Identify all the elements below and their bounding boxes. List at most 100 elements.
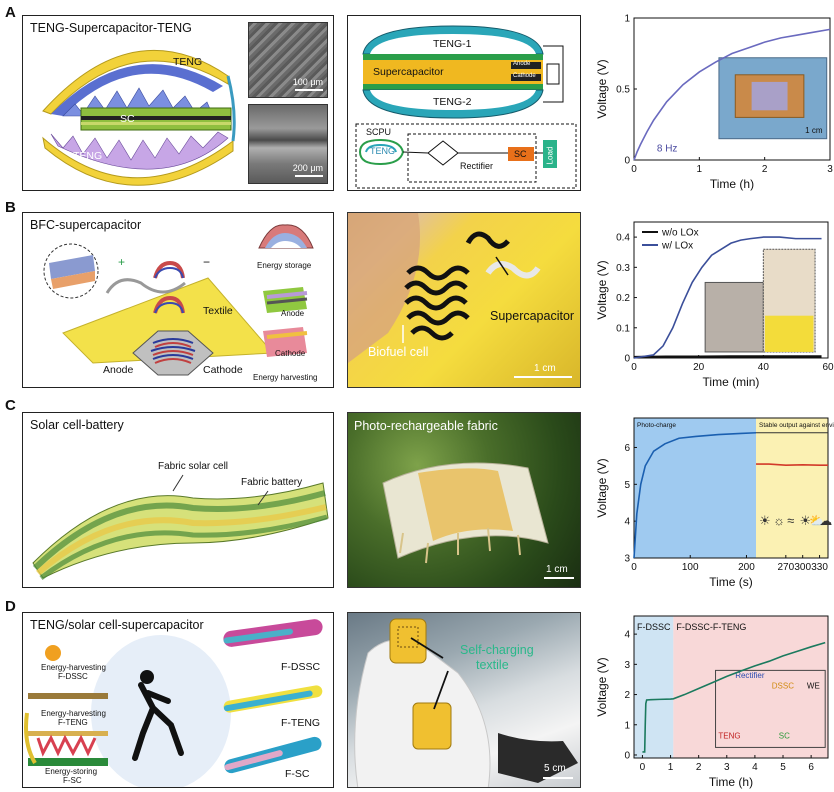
panel-title: BFC-supercapacitor: [30, 218, 142, 232]
weather-icon-0: ☀: [759, 513, 771, 528]
region-label-1: Stable output against environmental dist…: [759, 422, 834, 429]
y-tick-label: 0.5: [616, 85, 630, 96]
x-tick-label: 330: [811, 562, 828, 573]
inset-scale-label: 1 cm: [805, 126, 823, 135]
y-axis-label: Voltage (V): [595, 458, 609, 517]
inset-device-center: [751, 81, 788, 111]
scale-bar-label: 200 μm: [292, 163, 323, 173]
legend-label: w/ LOx: [661, 241, 693, 252]
x-tick-label: 6: [808, 762, 814, 773]
scale-bar-label: 100 μm: [292, 77, 323, 87]
sem-image-top: 100 μm: [248, 22, 328, 98]
weather-icon-3: ☀: [800, 513, 812, 528]
series-line-1: [633, 236, 822, 359]
y-tick-label: 0: [624, 750, 630, 761]
cathode-label: Cathode: [203, 364, 243, 376]
panel-title: TENG-Supercapacitor-TENG: [30, 21, 192, 35]
teng-sc-teng-diagram: [42, 49, 236, 186]
biofuel-cell-label: Biofuel cell: [368, 345, 429, 359]
y-tick-label: 1: [624, 720, 630, 731]
y-tick-label: 3: [624, 554, 630, 565]
plot-frame: [633, 221, 829, 359]
y-axis-label: Voltage (V): [595, 59, 609, 118]
chart-region-1: [673, 616, 828, 758]
rectifier-label: Rectifier: [460, 161, 494, 171]
anode-label: Anode: [513, 61, 531, 67]
x-tick-label: 2: [696, 762, 702, 773]
panel-c-schematic: Solar cell-battery Fabric solar cell Fab…: [22, 412, 334, 588]
x-tick-label: 20: [693, 362, 705, 373]
x-tick-label: 3: [827, 164, 833, 175]
energy-storing-line1: Energy-storing: [45, 767, 98, 776]
inset-teng-label: TENG: [718, 731, 740, 740]
y-tick-label: 0.4: [616, 233, 630, 244]
inset-dssc-label: DSSC: [772, 682, 794, 691]
self-charging-label-line1: Self-charging: [460, 643, 534, 657]
photo-b-biofuel-cell: Supercapacitor Biofuel cell 1 cm: [347, 212, 581, 388]
series-line-0: [633, 28, 831, 161]
f-dssc-label: F-DSSC: [281, 661, 321, 673]
y-axis-label: Voltage (V): [595, 260, 609, 319]
series-line-0: [633, 431, 757, 559]
scale-bar: [295, 175, 323, 177]
inset-photo-bike: [704, 281, 764, 353]
panel-a-schematic: TENG-Supercapacitor-TENG TENG SC TENG 10…: [22, 15, 334, 191]
cathode-label: Cathode: [513, 73, 536, 79]
legend-label: w/o LOx: [661, 228, 699, 239]
energy-storing-line2: F-SC: [63, 776, 82, 785]
scale-bar-label: 5 cm: [544, 763, 566, 774]
teng-solar-supercapacitor-diagram: [24, 619, 323, 787]
photo-c-fabric: Photo-rechargeable fabric 1 cm: [347, 412, 581, 588]
supercapacitor-label: Supercapacitor: [490, 309, 575, 323]
inset-rectifier-label: Rectifier: [735, 671, 765, 680]
photo-d-self-charging-textile: Self-charging textile 5 cm: [347, 612, 581, 788]
wavy-electrode-pattern: [348, 213, 572, 378]
x-axis-label: Time (h): [709, 775, 753, 789]
panel-a-circuit: TENG-1 Supercapacitor Anode Cathode TENG…: [347, 15, 581, 191]
circuit-diagram: [355, 25, 577, 189]
x-axis-label: Time (s): [709, 575, 753, 589]
person-photo-detail: [354, 618, 578, 787]
weather-icon-4: ⛅: [809, 513, 825, 528]
solar-cell-battery-fabric: [32, 474, 329, 580]
energy-harvesting-dssc-line2: F-DSSC: [58, 672, 88, 681]
energy-storage-label: Energy storage: [257, 261, 312, 270]
x-axis-label: Time (h): [710, 177, 754, 191]
circuit-teng-label: TENG: [370, 146, 396, 156]
x-tick-label: 1: [697, 164, 703, 175]
x-tick-label: 270: [777, 562, 794, 573]
y-tick-label: 6: [624, 443, 630, 454]
weather-icon-2: ≈: [787, 513, 794, 528]
row-letter-c: C: [5, 397, 16, 414]
teng-2-label: TENG-2: [433, 96, 472, 108]
x-axis-label: Time (min): [703, 375, 760, 389]
teng-bottom-label: TENG: [73, 150, 103, 162]
series-line-0: [633, 355, 822, 359]
teng-top-label: TENG: [173, 56, 203, 68]
region-label-0: F-DSSC: [637, 622, 671, 632]
inset-we-label: WE: [807, 682, 820, 691]
scpu-label: SCPU: [366, 127, 392, 137]
x-tick-label: 0: [631, 562, 637, 573]
weather-icon-5: ☁: [819, 513, 832, 528]
chart-annotation: 8 Hz: [657, 143, 678, 154]
x-tick-label: 0: [640, 762, 646, 773]
weather-icon-1: ☼: [773, 513, 785, 528]
row-letter-a: A: [5, 4, 16, 21]
fabric-solar-cell-label: Fabric solar cell: [158, 461, 229, 472]
fabric-battery-label: Fabric battery: [241, 477, 303, 488]
panel-title: Solar cell-battery: [30, 418, 124, 432]
row-letter-b: B: [5, 199, 16, 216]
y-tick-label: 4: [624, 630, 630, 641]
energy-harvesting-dssc-line1: Energy-harvesting: [41, 663, 106, 672]
x-tick-label: 300: [794, 562, 811, 573]
anode-legend-label: Anode: [281, 309, 305, 318]
inset-circuit: [715, 669, 826, 748]
x-tick-label: 4: [752, 762, 758, 773]
region-label-1: F-DSSC-F-TENG: [676, 622, 746, 632]
chart-region-1: [756, 418, 828, 558]
textile-label: Textile: [203, 305, 233, 317]
scale-bar: [295, 89, 323, 91]
